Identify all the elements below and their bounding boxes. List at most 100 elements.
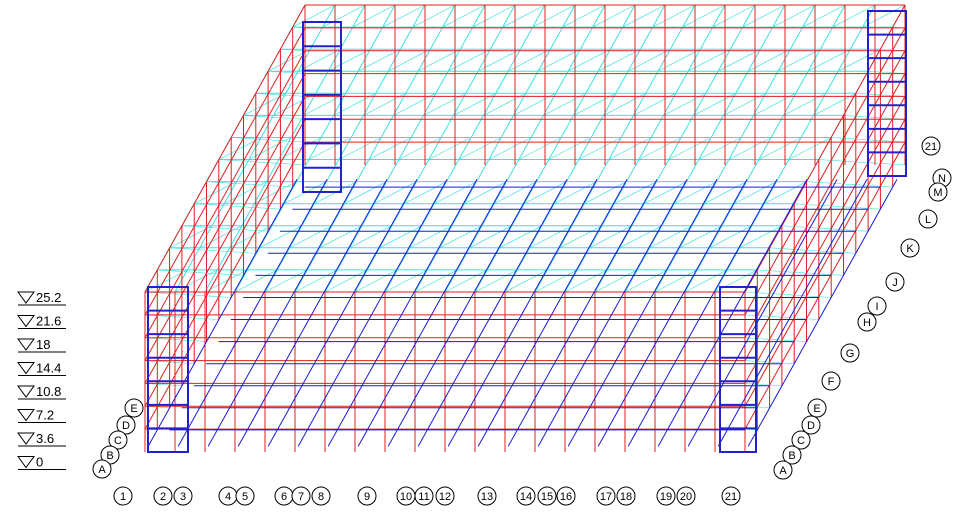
wall-diagonal [818, 250, 832, 252]
wall-diagonal [843, 137, 856, 140]
roof-diagonal [614, 181, 657, 205]
grid-bottom-bubble [656, 486, 676, 506]
roof-diagonal [488, 137, 532, 160]
wall-diagonal [843, 206, 856, 208]
roof-diagonal [772, 4, 816, 28]
wall-diagonal [181, 271, 195, 273]
roof-diagonal [229, 225, 273, 249]
grid-bottom-label: 21 [725, 491, 737, 503]
roof-brace-line [444, 4, 606, 293]
roof-brace-line [534, 4, 696, 293]
roof-diagonal [423, 92, 466, 116]
roof-diagonal [308, 137, 352, 160]
roof-diagonal [589, 225, 633, 249]
wall-diagonal [794, 249, 807, 251]
footing-line [657, 179, 808, 447]
elevation-label: 18 [36, 337, 50, 352]
grid-left-bubble [92, 459, 112, 479]
floor-beam [144, 96, 306, 384]
wall-diagonal [831, 160, 844, 162]
wall-diagonal [880, 117, 893, 119]
floor-beam [744, 50, 906, 338]
grid-right-bubble [900, 238, 920, 258]
wall-diagonal [268, 70, 281, 73]
roof-diagonal [663, 92, 706, 116]
grid-right-label: B [788, 450, 795, 462]
wall-diagonal [843, 252, 856, 254]
roof-diagonal [504, 269, 548, 293]
roof-diagonal [543, 92, 586, 116]
wall-diagonal [206, 227, 219, 229]
roof-diagonal [464, 181, 507, 205]
roof-diagonal [354, 269, 398, 293]
footing-line [267, 179, 418, 447]
roof-diagonal [278, 137, 322, 160]
roof-diagonal [524, 181, 567, 205]
roof-diagonal [393, 92, 436, 116]
wall-diagonal [855, 115, 869, 118]
wall-diagonal [157, 315, 170, 317]
roof-diagonal [668, 137, 712, 160]
roof-diagonal [398, 137, 442, 160]
roof-diagonal [644, 181, 687, 205]
elevation-label: 14.4 [36, 361, 61, 376]
footing-line [507, 179, 658, 447]
roof-diagonal [204, 269, 248, 293]
wall-diagonal [818, 159, 832, 161]
wall-diagonal [806, 318, 819, 320]
footing-line [537, 179, 688, 447]
floor-beam [744, 73, 906, 361]
roof-diagonal [254, 181, 297, 205]
wall-diagonal [194, 226, 207, 228]
roof-diagonal [379, 225, 423, 249]
wall-diagonal [769, 247, 782, 249]
grid-right-bubble [807, 398, 827, 418]
footing-line [207, 179, 358, 447]
wall-diagonal [194, 340, 207, 342]
wall-diagonal [231, 160, 244, 162]
footing-line [177, 179, 328, 447]
wall-diagonal [880, 163, 893, 165]
grid-right-label: I [875, 301, 878, 313]
wall-diagonal [868, 185, 881, 187]
wall-diagonal [206, 249, 219, 252]
grid-bottom-bubble [435, 486, 455, 506]
roof-brace-line [324, 4, 486, 293]
roof-diagonal [374, 181, 417, 205]
wall-diagonal [169, 247, 182, 249]
roof-diagonal [562, 4, 606, 28]
roof-diagonal [633, 92, 676, 116]
wall-diagonal [218, 227, 232, 230]
wall-diagonal [843, 160, 856, 163]
elevation-marker-icon [17, 338, 35, 351]
grid-bottom-bubble [616, 486, 636, 506]
roof-diagonal [753, 92, 796, 116]
elevation-label: 3.6 [36, 431, 54, 446]
column-layer [144, 4, 906, 452]
roof-diagonal [723, 92, 766, 116]
roof-diagonal [529, 225, 573, 249]
roof-diagonal [363, 92, 406, 116]
grid-right-label: D [807, 420, 815, 432]
roof-diagonal [409, 225, 453, 249]
roof-diagonal [368, 137, 412, 160]
floor-beam [744, 141, 906, 430]
roof-diagonal [384, 269, 428, 293]
wall-diagonal [794, 294, 807, 297]
footing-layer [147, 179, 898, 447]
wall-diagonal [843, 183, 856, 185]
wall-diagonal [206, 204, 219, 206]
roof-brace-line [264, 4, 426, 293]
wall-diagonal [194, 294, 207, 297]
grid-bottom-label: 4 [225, 491, 231, 503]
roof-diagonal [712, 4, 756, 28]
roof-diagonal [682, 4, 726, 28]
wall-diagonal [169, 339, 182, 341]
grid-bottom-label: 19 [660, 491, 672, 503]
wall-diagonal [243, 115, 256, 117]
wall-diagonal [855, 161, 869, 163]
elevation-marker-icon [17, 409, 35, 422]
wall-diagonal [280, 94, 293, 96]
wall-diagonal [818, 182, 832, 184]
wall-diagonal [243, 252, 256, 254]
